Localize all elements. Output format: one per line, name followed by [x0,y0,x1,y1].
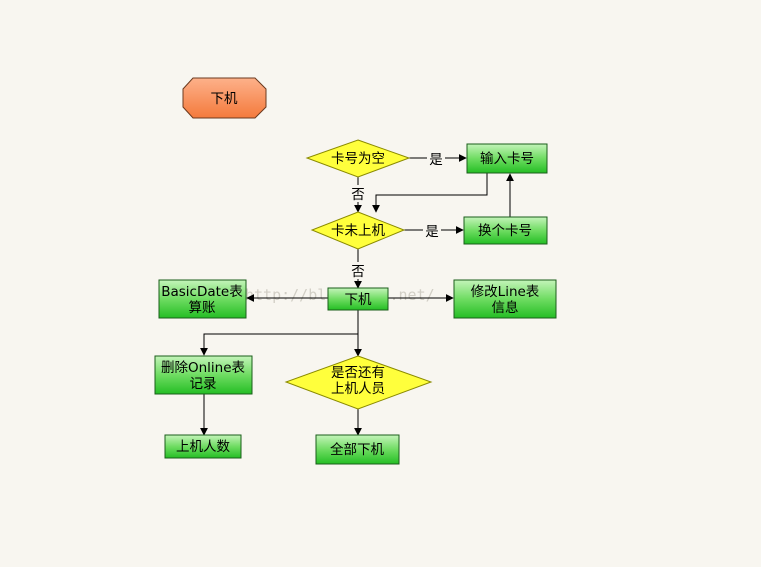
title-node: 下机 [182,77,267,119]
process-offline: 下机 [327,287,389,311]
process-offline-text: 下机 [345,292,372,308]
title-text: 下机 [211,91,238,107]
edge-label-yes-1: 是 [429,152,443,168]
edge-labels: 是 否 是 否 [349,150,445,280]
decision-card-not-online-text: 卡未上机 [331,223,385,239]
decision-card-empty: 卡号为空 [305,139,411,178]
process-delete-online: 删除Online表 记录 [154,355,253,395]
process-all-offline-text: 全部下机 [330,441,384,458]
process-modify-line1: 修改Line表 [471,284,540,300]
process-basicdate-line1: BasicDate表 [161,284,243,300]
edge-label-no-2: 否 [351,264,365,280]
edge-offline-to-delete [200,310,359,356]
process-change-card: 换个卡号 [463,216,548,245]
process-enter-card: 输入卡号 [466,143,548,174]
process-modify-line2: 信息 [492,299,519,316]
decision-still-online-line2: 上机人员 [331,381,385,397]
process-modify-line: 修改Line表 信息 [453,279,557,319]
process-online-count-text: 上机人数 [176,439,230,455]
process-basicdate: BasicDate表 算账 [158,279,247,319]
process-online-count: 上机人数 [164,434,242,459]
process-enter-card-text: 输入卡号 [480,151,534,167]
connectors [200,154,514,436]
process-change-card-text: 换个卡号 [478,223,532,239]
decision-card-empty-text: 卡号为空 [331,151,385,167]
edge-label-yes-2: 是 [425,224,439,240]
decision-still-online-line1: 是否还有 [331,365,385,381]
process-delete-line1: 删除Online表 [161,360,246,376]
process-all-offline: 全部下机 [315,434,400,465]
edge-enter-to-check [372,173,488,213]
decision-still-online: 是否还有 上机人员 [284,355,433,410]
edge-label-no-1: 否 [351,187,365,203]
process-delete-line2: 记录 [190,376,217,392]
decision-card-not-online: 卡未上机 [310,211,406,250]
process-basicdate-line2: 算账 [189,300,216,316]
